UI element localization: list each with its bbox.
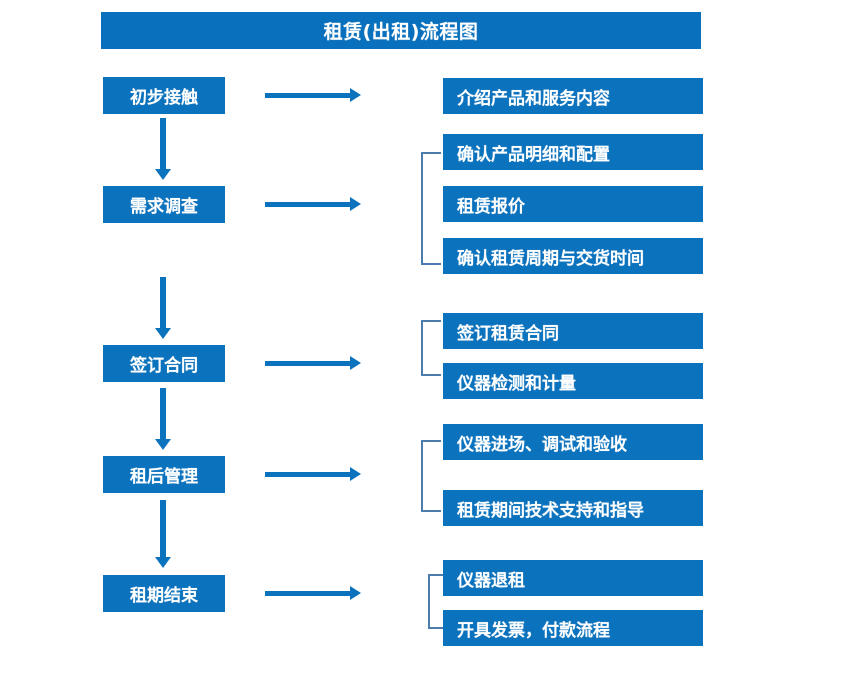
diagram-title: 租赁(出租)流程图 (101, 12, 701, 49)
stage-box-sign-contract[interactable]: 签订合同 (103, 345, 225, 382)
detail-box-sign-rental-contract[interactable]: 签订租赁合同 (443, 313, 703, 349)
stage-box-demand-survey[interactable]: 需求调查 (103, 186, 225, 223)
detail-box-confirm-product-details[interactable]: 确认产品明细和配置 (443, 134, 703, 170)
detail-arrow-right-1 (265, 88, 361, 102)
detail-box-introduce-products[interactable]: 介绍产品和服务内容 (443, 78, 703, 114)
detail-arrow-right-2 (265, 197, 361, 211)
flow-arrow-down-4 (155, 500, 171, 568)
group-bracket-demand-survey (421, 152, 441, 265)
detail-arrow-right-3 (265, 356, 361, 370)
group-bracket-post-rental (421, 440, 441, 512)
stage-box-post-rental-management[interactable]: 租后管理 (103, 456, 225, 493)
stage-box-initial-contact[interactable]: 初步接触 (103, 77, 225, 114)
stage-box-rental-end[interactable]: 租期结束 (103, 575, 225, 612)
detail-box-technical-support[interactable]: 租赁期间技术支持和指导 (443, 490, 703, 526)
group-bracket-rental-end (428, 574, 448, 629)
flow-arrow-down-3 (155, 388, 171, 450)
detail-box-instrument-inspection[interactable]: 仪器检测和计量 (443, 363, 703, 399)
flow-arrow-down-2 (155, 277, 171, 339)
detail-arrow-right-4 (265, 467, 361, 481)
group-bracket-sign-contract (421, 320, 441, 376)
detail-box-instrument-installation[interactable]: 仪器进场、调试和验收 (443, 424, 703, 460)
detail-box-invoice-payment[interactable]: 开具发票，付款流程 (443, 610, 703, 646)
detail-box-confirm-rental-period[interactable]: 确认租赁周期与交货时间 (443, 238, 703, 274)
detail-box-instrument-return[interactable]: 仪器退租 (443, 560, 703, 596)
detail-box-rental-quotation[interactable]: 租赁报价 (443, 186, 703, 222)
flow-arrow-down-1 (155, 118, 171, 180)
detail-arrow-right-5 (265, 586, 361, 600)
